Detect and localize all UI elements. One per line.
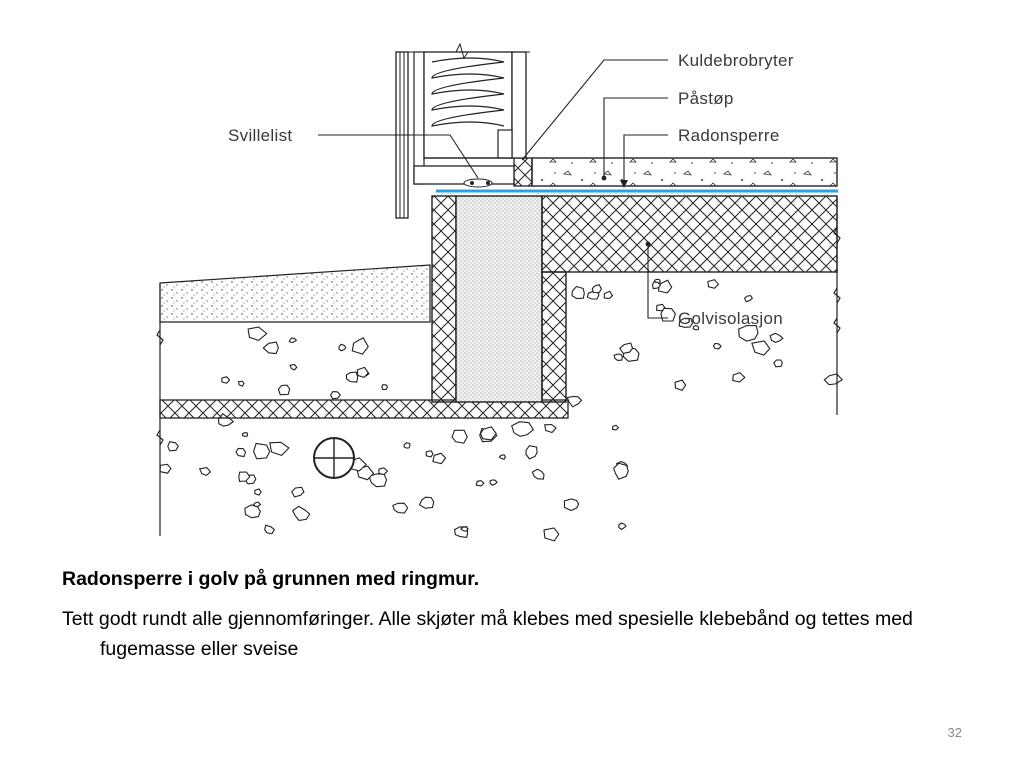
gravel-stone <box>418 496 435 509</box>
gravel-stone <box>381 384 389 391</box>
caption-title: Radonsperre i golv på grunnen med ringmu… <box>62 568 480 590</box>
gravel-stone <box>563 498 580 512</box>
gravel-stone <box>403 442 411 449</box>
gravel-stone <box>432 452 447 465</box>
floor-insulation <box>541 195 838 273</box>
gravel-stone <box>253 501 262 508</box>
gravel-stone <box>571 285 585 300</box>
gravel-stone <box>525 445 538 460</box>
drain-pipe <box>313 437 355 479</box>
label-kuldebrobryter: Kuldebrobryter <box>678 51 794 70</box>
gravel-stone <box>674 379 687 391</box>
gravel-stone <box>241 432 249 437</box>
gravel-stone <box>769 332 784 344</box>
gravel-stone <box>611 424 620 431</box>
gravel-stone <box>543 527 560 542</box>
leader-kuldebrobryter <box>521 59 668 161</box>
gravel-stone <box>235 447 247 458</box>
gravel-stone <box>289 363 298 371</box>
concrete-topping <box>531 157 838 187</box>
gravel-stone <box>613 462 629 480</box>
gravel-stone <box>244 504 261 519</box>
gravel-stone <box>531 468 545 480</box>
gravel-stone <box>238 471 251 482</box>
leader-lines <box>318 59 668 319</box>
gravel-stone <box>678 317 694 328</box>
gravel-stone <box>707 279 720 289</box>
leader-pastop <box>603 97 668 178</box>
gravel-stone <box>198 467 212 477</box>
gravel-stone <box>291 486 305 498</box>
gravel-stone <box>291 505 311 521</box>
gravel-stone <box>751 340 771 356</box>
gravel-stone <box>660 307 677 322</box>
leader-golvisolasjon <box>647 244 668 319</box>
label-radonsperre: Radonsperre <box>678 126 780 145</box>
gravel-stone <box>619 342 634 355</box>
caption-body: Tett godt rundt alle gjennomføringer. Al… <box>62 608 913 660</box>
gravel-stone <box>479 426 497 441</box>
leader-arrow-radonsperre <box>620 180 628 188</box>
gravel-stone <box>498 454 507 460</box>
leader-radonsperre <box>623 134 668 186</box>
gravel-stone <box>738 324 759 342</box>
label-svillelist: Svillelist <box>228 126 292 145</box>
section-break-markers <box>156 196 841 536</box>
gravel-stone <box>221 376 231 384</box>
gravel-stone <box>338 343 347 352</box>
leader-dot-golvisolasjon <box>645 241 651 247</box>
gravel-stone <box>247 326 268 342</box>
gravel-stone <box>237 380 245 387</box>
gravel-stone <box>603 290 614 300</box>
gravel-stone <box>269 441 290 457</box>
gravel-stone <box>823 373 844 386</box>
label-pastop: Påstøp <box>678 89 734 108</box>
label-golvisolasjon: Golvisolasjon <box>678 309 783 328</box>
gravel-stone <box>264 524 276 535</box>
gravel-stone <box>460 526 469 532</box>
gravel-stone <box>692 324 700 331</box>
gravel-stone <box>743 295 754 303</box>
construction-detail-diagram: Kuldebrobryter Påstøp Radonsperre Sville… <box>156 42 844 542</box>
thermal-break <box>513 157 533 187</box>
gravel-stone <box>712 342 722 350</box>
gravel-stone <box>425 450 434 458</box>
sand-fill-layer <box>159 264 431 323</box>
gravel-stone <box>167 441 179 452</box>
gravel-stone <box>288 337 298 344</box>
gravel-stone <box>544 423 557 434</box>
gravel-stone <box>254 488 262 496</box>
gravel-stone <box>613 353 623 361</box>
gravel-stone <box>591 284 603 294</box>
leader-dot-pastop <box>601 175 607 181</box>
gravel-stone <box>511 421 535 437</box>
break-line <box>396 42 530 60</box>
gravel-stone <box>253 442 271 460</box>
gravel-stone <box>651 281 662 290</box>
wall-insulation-wave <box>431 57 505 127</box>
gravel-stone <box>351 337 369 355</box>
timber-wall <box>395 42 530 219</box>
gravel-stone <box>159 463 172 474</box>
ring-wall <box>431 195 567 403</box>
gravel-stone <box>618 522 627 531</box>
gravel-stone <box>475 480 485 487</box>
gravel-stone <box>329 391 342 400</box>
gravel-stone <box>489 479 498 486</box>
gravel-stone <box>277 384 291 396</box>
gravel-stone <box>732 371 746 383</box>
gravel-stone <box>378 467 389 476</box>
gravel-stone <box>392 502 409 514</box>
footing-insulation-strip <box>159 399 569 419</box>
slide-number: 32 <box>947 725 962 740</box>
leader-svillelist <box>318 134 479 179</box>
gravel-stone <box>451 429 468 444</box>
gravel-stone <box>345 371 359 383</box>
gravel-ground <box>159 278 844 542</box>
gravel-stone <box>773 359 783 368</box>
gravel-stone <box>356 366 369 379</box>
gravel-stone <box>566 395 583 408</box>
gravel-stone <box>262 341 279 355</box>
